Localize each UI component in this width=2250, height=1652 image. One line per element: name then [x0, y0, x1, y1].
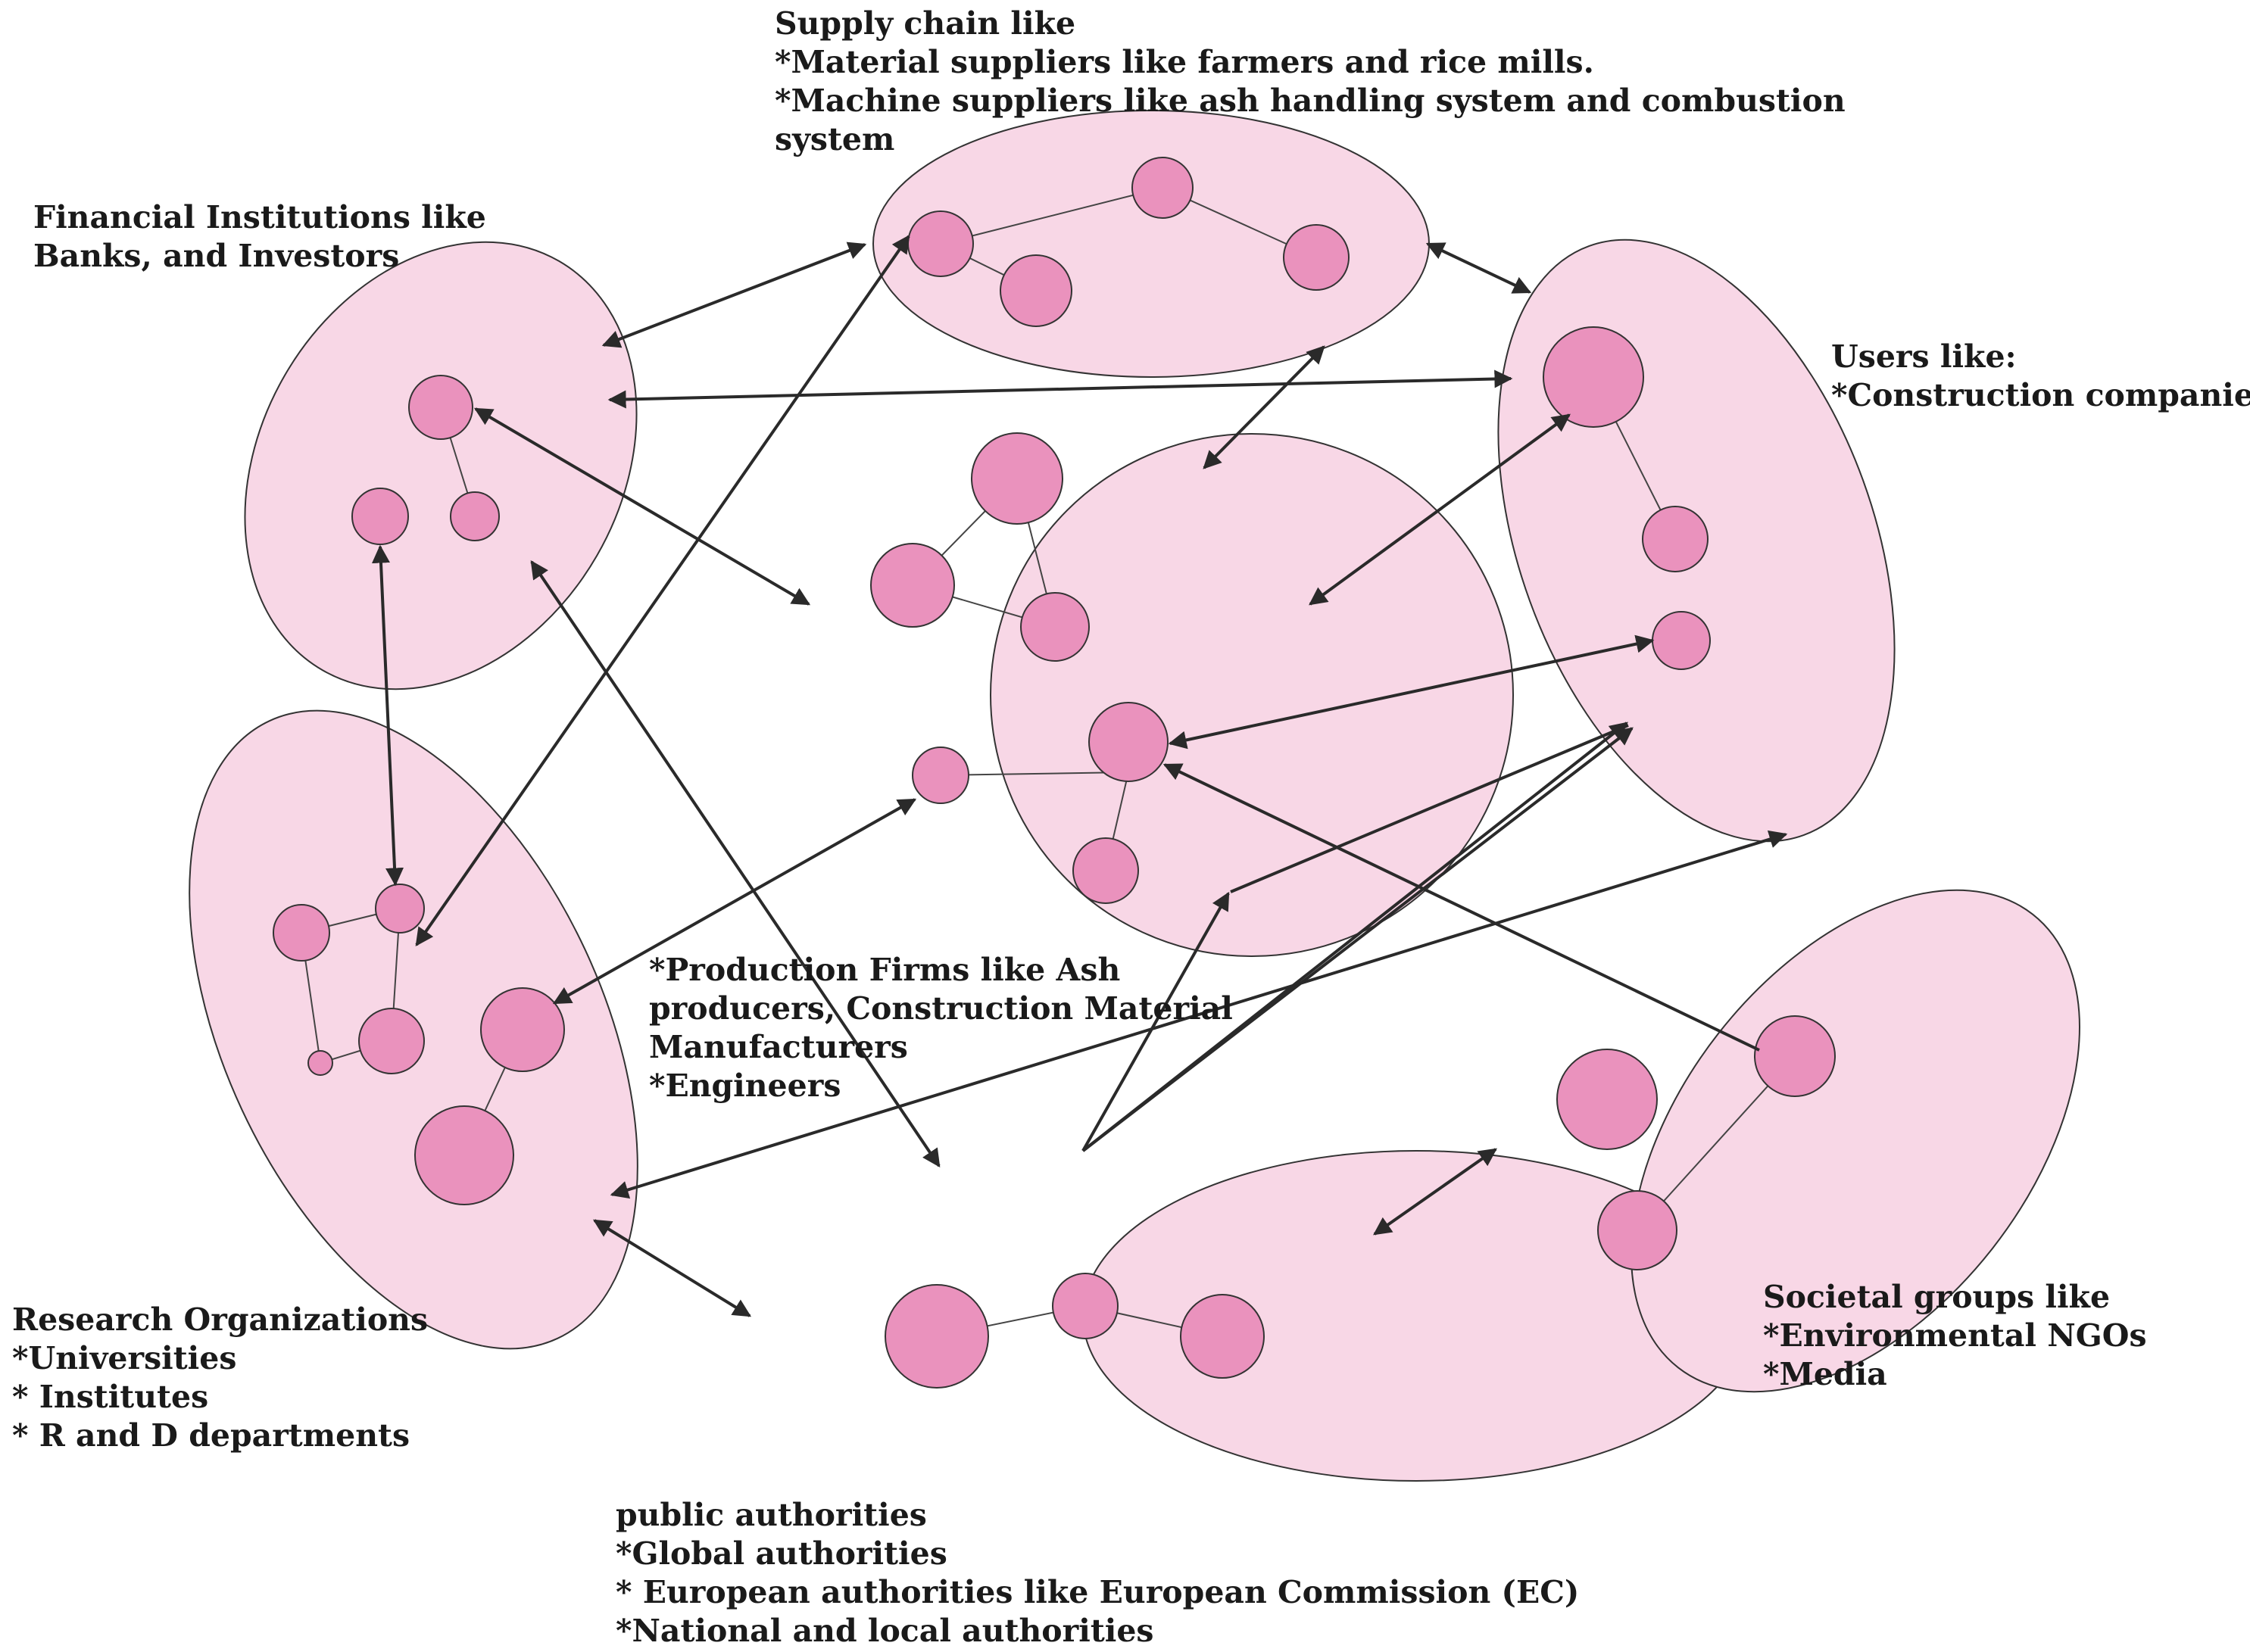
label-line: *Universities — [12, 1340, 237, 1376]
label-line: * European authorities like European Com… — [616, 1574, 1580, 1610]
supply-node — [1000, 254, 1072, 327]
societal-node — [1556, 1049, 1658, 1150]
label-line: *Production Firms like Ash — [649, 952, 1121, 988]
supply-node — [1131, 157, 1194, 219]
societal-node — [1597, 1190, 1677, 1270]
supply-chain-label: Supply chain like *Material suppliers li… — [775, 5, 1846, 159]
production-node — [971, 432, 1063, 525]
label-line: *Media — [1763, 1356, 1887, 1392]
label-line: *National and local authorities — [616, 1613, 1154, 1649]
research-node — [480, 987, 565, 1072]
label-line: Societal groups like — [1763, 1279, 2111, 1315]
public-node — [1180, 1294, 1265, 1379]
users-node — [1642, 506, 1709, 572]
label-line: Supply chain like — [775, 5, 1076, 42]
financial-node — [450, 491, 500, 541]
production-node — [912, 747, 969, 804]
label-line: Banks, and Investors — [33, 238, 400, 274]
financial-node — [408, 375, 473, 440]
label-line: system — [775, 121, 895, 157]
label-line: * Institutes — [12, 1379, 209, 1415]
societal-node — [1754, 1015, 1836, 1097]
node-link — [940, 187, 1163, 245]
arrow-users-production-lower — [1168, 634, 1655, 750]
public-node — [885, 1284, 989, 1389]
arrow-users-research — [610, 830, 1788, 1199]
financial-node — [351, 488, 409, 545]
label-line: *Global authorities — [616, 1535, 947, 1572]
research-node — [414, 1105, 514, 1205]
users-node — [1652, 611, 1711, 670]
research-node — [358, 1008, 425, 1074]
label-line: Users like: — [1831, 338, 2017, 375]
public-authorities-label: public authorities *Global authorities *… — [616, 1496, 1579, 1650]
label-line: *Engineers — [649, 1068, 841, 1104]
arrow-users-production-upper — [1309, 413, 1571, 606]
label-line: Manufacturers — [649, 1029, 908, 1065]
research-organizations-label: Research Organizations *Universities * I… — [12, 1301, 428, 1455]
arrow-societal-public — [1373, 1148, 1497, 1236]
label-line: producers, Construction Material — [649, 990, 1233, 1027]
supply-node — [1283, 224, 1350, 291]
arrow-financial-research — [371, 544, 404, 887]
label-line: * R and D departments — [12, 1417, 410, 1454]
production-node — [1072, 837, 1139, 904]
production-node — [870, 543, 955, 628]
label-line: *Material suppliers like farmers and ric… — [775, 44, 1594, 80]
financial-institutions-label: Financial Institutions like Banks, and I… — [33, 198, 486, 276]
research-node — [375, 884, 425, 934]
users-label: Users like: *Construction companies — [1831, 338, 2250, 415]
node-link — [940, 771, 1129, 776]
arrow-financial-users — [607, 369, 1513, 409]
label-line: *Construction companies — [1831, 377, 2250, 413]
arrow-production-research — [552, 798, 917, 1005]
label-line: Research Organizations — [12, 1301, 429, 1338]
link-production-users — [1230, 724, 1629, 893]
research-node — [273, 904, 330, 962]
research-node — [307, 1050, 333, 1076]
production-node — [1088, 702, 1169, 782]
label-line: public authorities — [616, 1497, 927, 1533]
arrow-public-users-b — [1081, 727, 1634, 1152]
label-line: *Machine suppliers like ash handling sys… — [775, 83, 1846, 119]
public-node — [1052, 1273, 1119, 1339]
users-node — [1543, 326, 1644, 428]
arrow-societal-production — [1162, 763, 1760, 1052]
arrow-public-production — [1081, 891, 1230, 1152]
arrow-supply-users — [1425, 242, 1532, 294]
arrow-research-public — [592, 1219, 752, 1317]
supply-node — [907, 210, 974, 277]
societal-groups-label: Societal groups like *Environmental NGOs… — [1763, 1278, 2147, 1394]
label-line: Financial Institutions like — [33, 199, 486, 235]
arrow-supply-financial — [601, 242, 867, 348]
production-firms-label: *Production Firms like Ash producers, Co… — [649, 951, 1233, 1105]
label-line: *Environmental NGOs — [1763, 1317, 2147, 1354]
production-node — [1020, 592, 1090, 662]
